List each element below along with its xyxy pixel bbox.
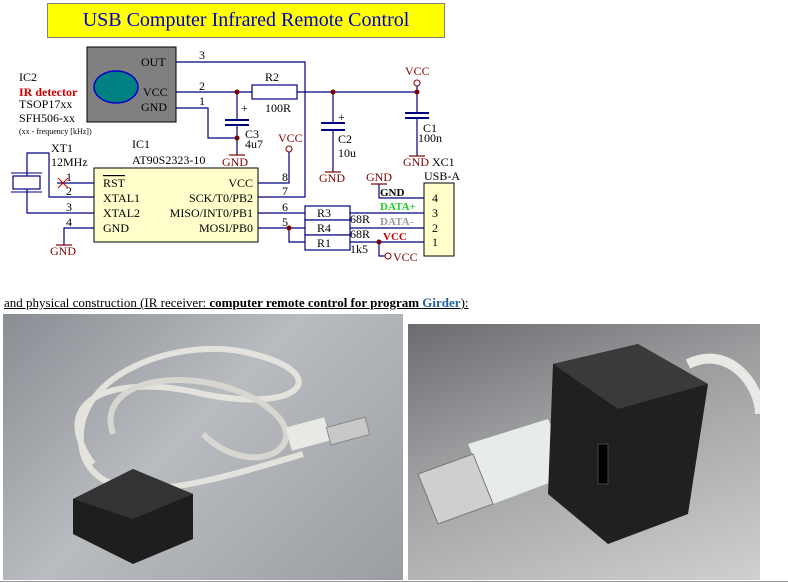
- pin-number: 3: [432, 206, 438, 220]
- xt1-ref: XT1: [51, 141, 73, 155]
- pin-number: 1: [199, 94, 205, 108]
- ic1-pin-mosi: MOSI/PB0: [199, 221, 253, 235]
- xc1-type: USB-A: [424, 169, 460, 183]
- signal-vcc: VCC: [383, 231, 407, 243]
- c2-value: 10u: [338, 146, 356, 160]
- usb-connector-body: [423, 182, 455, 257]
- ic2-part1: TSOP17xx: [19, 97, 72, 111]
- vcc-label: VCC: [405, 64, 430, 78]
- vcc-label: VCC: [278, 131, 303, 145]
- xt1-value: 12MHz: [51, 155, 88, 169]
- signal-data-plus: DATA+: [380, 201, 416, 213]
- pin-number: 7: [282, 184, 288, 198]
- pin-number: 1: [432, 235, 438, 249]
- ic2-pin-vcc: VCC: [143, 85, 168, 99]
- device-photo-closeup: [408, 324, 760, 580]
- pin-number: 6: [282, 200, 288, 214]
- c1-ref: C1: [423, 121, 437, 135]
- circuit-schematic: OUT VCC GND 3 2 1 IC2 IR detector TSOP17…: [11, 46, 460, 264]
- r2-ref: R2: [265, 70, 279, 84]
- ic2-ref: IC2: [19, 70, 37, 84]
- ic1-pin-gnd: GND: [103, 221, 129, 235]
- ic2-part2: SFH506-xx: [19, 111, 75, 125]
- pin-number: 5: [282, 215, 288, 229]
- c2-plus: +: [338, 110, 345, 124]
- caption-bold-text: computer remote control for program: [209, 295, 423, 310]
- ic1-pin-xtal1: XTAL1: [103, 191, 140, 205]
- caption-suffix: ):: [460, 295, 469, 310]
- r1-ref: R1: [317, 236, 331, 250]
- crystal-symbol: [12, 175, 41, 190]
- ic1-part: AT90S2323-10: [132, 153, 205, 167]
- ic2-pin-out: OUT: [141, 55, 166, 69]
- signal-gnd: GND: [380, 187, 405, 199]
- r4-ref: R4: [317, 221, 331, 235]
- pin-number: 2: [66, 184, 72, 198]
- r4-value: 68R: [350, 227, 370, 241]
- r3-value: 68R: [350, 212, 370, 226]
- device-photo-overview: [3, 314, 403, 580]
- pin-number: 2: [432, 221, 438, 235]
- r1-value: 1k5: [350, 242, 368, 256]
- ic1-pin-rst: RST: [103, 176, 126, 190]
- gnd-label: GND: [222, 155, 248, 169]
- gnd-label: GND: [366, 170, 392, 184]
- page-title: USB Computer Infrared Remote Control: [47, 3, 445, 38]
- pin-number: 1: [66, 170, 72, 184]
- gnd-label: GND: [319, 171, 345, 185]
- caption-text: and physical construction (IR receiver:: [4, 295, 210, 310]
- vcc-label: VCC: [393, 250, 418, 264]
- ic1-pin-miso: MISO/INT0/PB1: [170, 206, 253, 220]
- c3-ref: C3: [245, 127, 259, 141]
- pin-number: 4: [66, 215, 72, 229]
- pin-number: 2: [199, 79, 205, 93]
- divider: [0, 581, 788, 582]
- pin-number: 3: [66, 200, 72, 214]
- xc1-ref: XC1: [432, 155, 455, 169]
- ic2-note: (xx - frequency [kHz]): [19, 127, 92, 136]
- ic1-pin-sck: SCK/T0/PB2: [189, 191, 253, 205]
- ic1-body: [93, 167, 259, 243]
- photo-caption: and physical construction (IR receiver: …: [4, 295, 469, 311]
- signal-data-minus: DATA-: [380, 216, 414, 228]
- pin-number: 8: [282, 170, 288, 184]
- c3-plus: +: [241, 101, 248, 115]
- pin-number: 4: [432, 191, 438, 205]
- c2-ref: C2: [338, 132, 352, 146]
- gnd-label: GND: [403, 155, 429, 169]
- r3-ref: R3: [317, 206, 331, 220]
- ir-lens: [93, 70, 139, 104]
- gnd-label: GND: [50, 244, 76, 258]
- ic2-pin-gnd: GND: [141, 100, 167, 114]
- girder-link[interactable]: Girder: [422, 295, 461, 310]
- ic1-pin-xtal2: XTAL2: [103, 206, 140, 220]
- r2-value: 100R: [265, 101, 291, 115]
- pin-number: 3: [199, 48, 205, 62]
- c3-value: 4u7: [245, 137, 263, 151]
- c1-value: 100n: [418, 131, 442, 145]
- ic1-pin-vcc: VCC: [228, 176, 253, 190]
- no-connect-mark: [57, 177, 69, 189]
- ic1-ref: IC1: [132, 137, 150, 151]
- ic2-name: IR detector: [19, 85, 78, 99]
